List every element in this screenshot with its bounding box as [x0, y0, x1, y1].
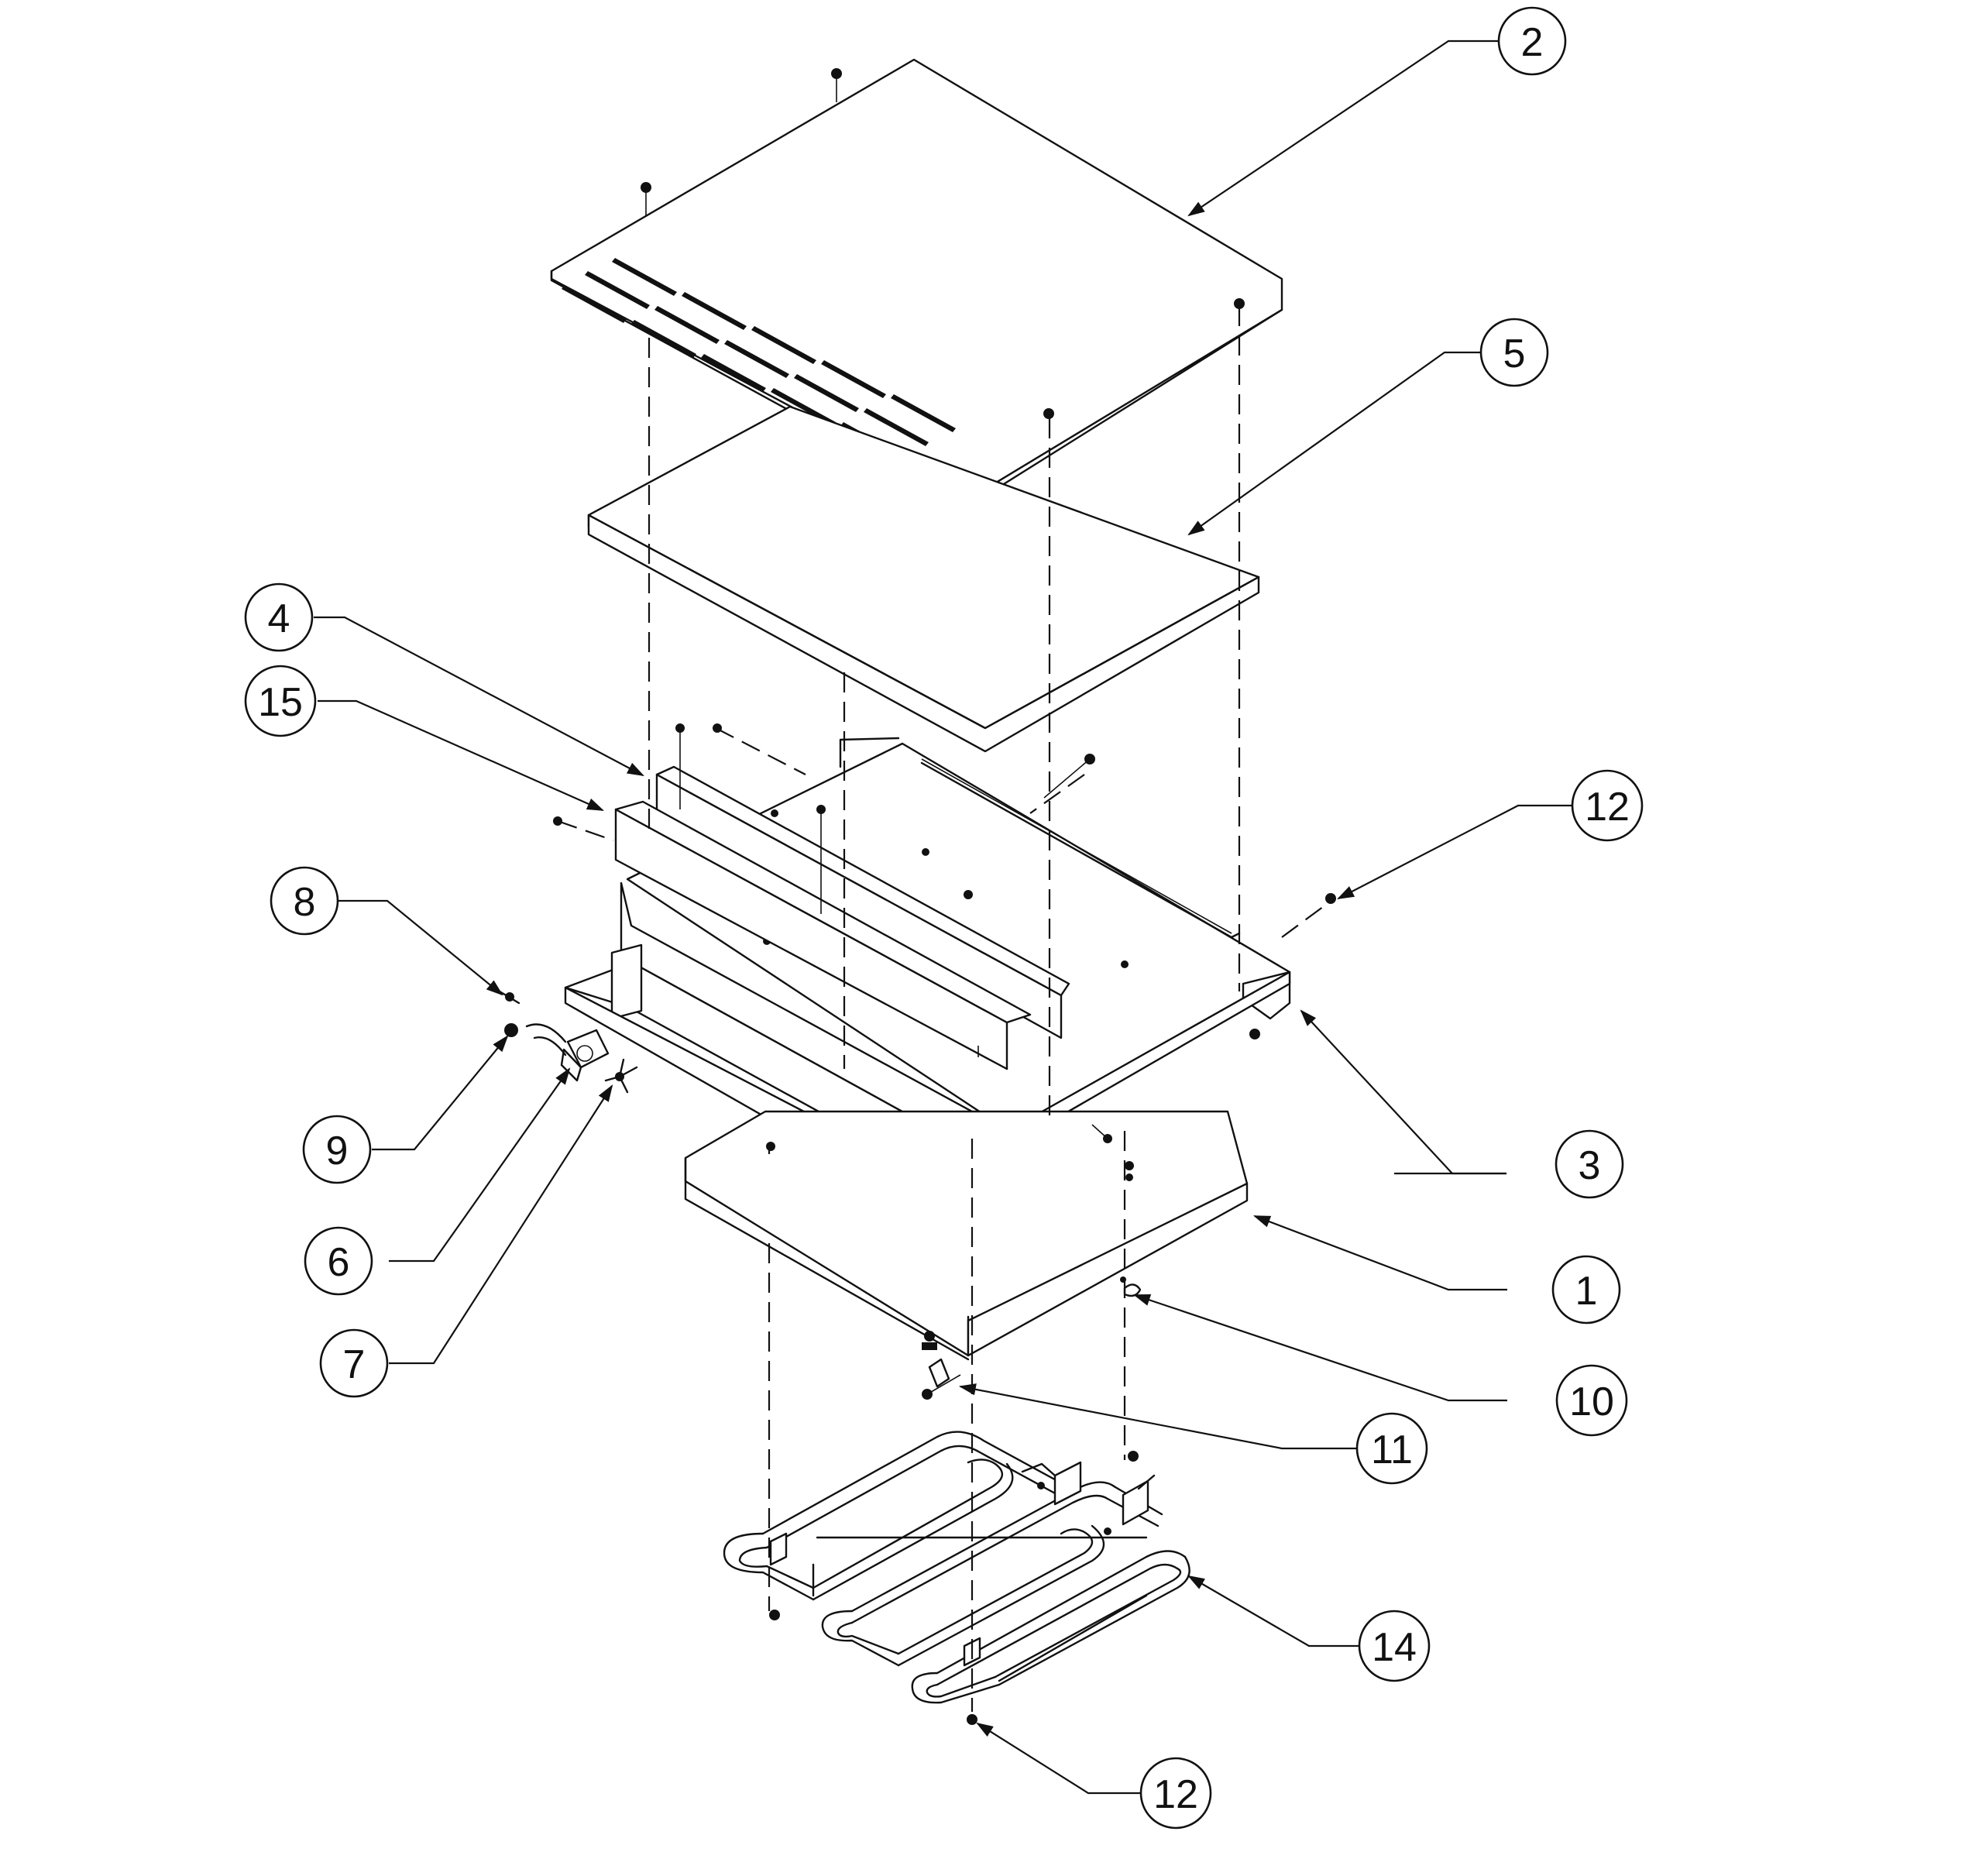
front-rail-part-15	[614, 800, 1032, 1070]
callout-6: 6	[304, 1226, 373, 1296]
assembly-lines	[553, 306, 1333, 1712]
callout-12-lower-label: 12	[1153, 1772, 1198, 1817]
callout-12-upper: 12	[1571, 769, 1644, 842]
callout-9: 9	[302, 1115, 372, 1184]
callout-3: 3	[1555, 1129, 1624, 1199]
callout-9-label: 9	[326, 1129, 349, 1173]
bottom-tray-part	[684, 1110, 1249, 1361]
thermostat-part-6	[525, 1023, 610, 1082]
callout-1-label: 1	[1575, 1269, 1598, 1314]
nut-part-9	[504, 1023, 518, 1037]
terminal-part-11	[922, 1358, 961, 1400]
screw-part-8	[498, 990, 520, 1005]
callout-7-label: 7	[343, 1342, 366, 1387]
callout-10-label: 10	[1569, 1380, 1614, 1424]
callout-4: 4	[244, 582, 314, 652]
top-cover-part	[550, 58, 1283, 509]
clip-part-10	[1123, 1283, 1142, 1297]
callout-8-label: 8	[294, 880, 316, 925]
callout-11-label: 11	[1371, 1428, 1413, 1472]
callout-2-label: 2	[1521, 20, 1544, 65]
callout-5: 5	[1479, 318, 1549, 387]
callout-15: 15	[244, 665, 317, 737]
callout-10: 10	[1555, 1364, 1628, 1437]
callout-3-label: 3	[1579, 1143, 1601, 1188]
callout-6-label: 6	[328, 1240, 350, 1285]
heating-element-part	[723, 1431, 1190, 1704]
callout-4-label: 4	[268, 596, 290, 641]
insulation-board-part	[587, 405, 1260, 753]
fan-part-7	[604, 1058, 638, 1094]
callout-11: 11	[1355, 1412, 1428, 1485]
callout-14-label: 14	[1372, 1625, 1417, 1670]
callout-12-lower: 12	[1139, 1757, 1212, 1830]
callout-1: 1	[1551, 1255, 1621, 1325]
leader-lines	[314, 40, 1572, 1795]
callout-12-upper-label: 12	[1585, 785, 1630, 830]
callout-5-label: 5	[1503, 332, 1526, 376]
callout-7: 7	[319, 1328, 389, 1398]
callout-15-label: 15	[258, 680, 303, 725]
callout-2: 2	[1497, 6, 1567, 76]
callout-14: 14	[1358, 1610, 1431, 1682]
screw-part-12	[967, 893, 1336, 1725]
callout-8: 8	[270, 866, 339, 936]
